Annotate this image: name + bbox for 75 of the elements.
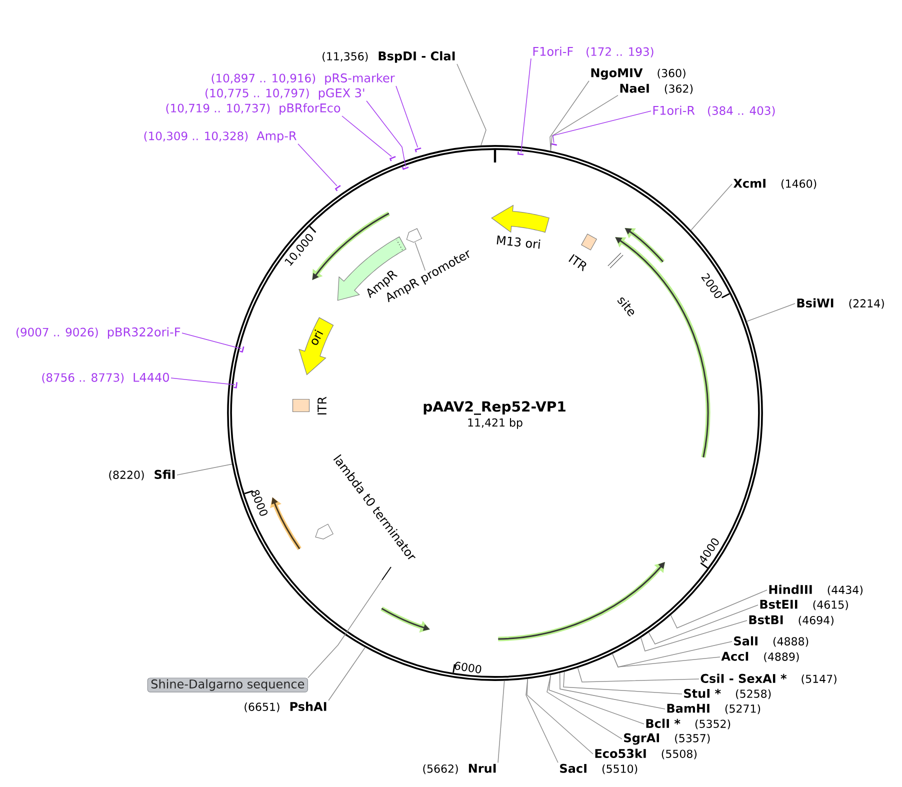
feature-label: M13 ori — [496, 236, 540, 249]
leader-line — [526, 678, 558, 763]
leader-line — [690, 184, 732, 231]
feature-label: ori — [312, 329, 324, 345]
primer-label: (10,775 .. 10,797) pGEX 3' — [206, 88, 364, 100]
leader-line — [366, 100, 406, 167]
primer-mark — [240, 346, 244, 353]
site-label: StuI * (5258) — [684, 688, 771, 700]
leader-line — [308, 580, 382, 678]
leader-line — [526, 678, 594, 754]
primer-mark — [334, 185, 341, 192]
primer-label: (10,897 .. 10,916) pRS-marker — [212, 73, 395, 85]
site-label: NaeI (362) — [620, 84, 693, 94]
leader-line — [328, 647, 366, 701]
leader-line — [520, 58, 532, 153]
feature-label: ITR — [568, 254, 586, 272]
leader-line — [550, 94, 618, 152]
site-label: BclI * (5352) — [646, 718, 730, 730]
feature-label: site — [617, 298, 634, 316]
leader-line — [612, 653, 720, 668]
leader-line — [396, 86, 418, 148]
feature-label: ITR — [318, 396, 326, 414]
leader-line — [640, 620, 748, 652]
leader-line — [170, 378, 236, 386]
primer-label: (8756 .. 8773) L4440 — [42, 372, 169, 384]
leader-line — [498, 680, 505, 764]
scale-label: 6000 — [454, 662, 482, 674]
primer-label: (10,719 .. 10,737) pBRforEco — [166, 103, 340, 115]
leader-line — [552, 110, 652, 144]
primer-mark — [414, 148, 422, 152]
site-label: (6651) PshAI — [244, 702, 326, 712]
site-label: (8220) SfiI — [109, 470, 175, 480]
leader-line — [176, 464, 232, 476]
feature-tag: Shine-Dalgarno sequence — [147, 678, 308, 692]
primer-mark — [517, 151, 524, 156]
site-label: NgoMIV (360) — [591, 68, 686, 80]
site-label: BstBI (4694) — [749, 615, 834, 626]
leader-line — [456, 64, 486, 146]
site-label: BamHI (5271) — [667, 704, 760, 714]
leader-line — [550, 80, 590, 152]
site-label: BstEII (4615) — [760, 600, 848, 610]
leader-line — [563, 671, 682, 694]
leader-line — [670, 590, 768, 628]
plasmid-length: 11,421 bp — [468, 418, 522, 429]
site-label: XcmI (1460) — [733, 178, 816, 190]
feature-mark — [382, 566, 392, 580]
site-label: SacI (5510) — [560, 764, 638, 774]
primer-mark — [550, 143, 557, 146]
site-label: Eco53kI (5508) — [595, 748, 697, 760]
leader-line — [342, 116, 392, 157]
primer-mark — [402, 166, 409, 170]
leader-line — [648, 604, 758, 644]
leader-line — [746, 303, 796, 322]
plasmid-name: pAAV2_Rep52-VP1 — [424, 401, 566, 415]
primer-label: (10,309 .. 10,328) Amp-R — [144, 131, 296, 143]
site-label: SgrAI (5357) — [624, 733, 710, 745]
site-label: SalI (4888) — [734, 636, 808, 647]
primer-label: F1ori-F (172 .. 193) — [533, 46, 654, 58]
leader-line — [559, 672, 666, 710]
site-label: (11,356) BspDI - ClaI — [322, 51, 455, 63]
primer-label: (9007 .. 9026) pBR322ori-F — [16, 327, 180, 339]
leader-line — [182, 332, 242, 350]
leader-line — [548, 674, 644, 724]
site-label: CsiI - SexAI * (5147) — [700, 674, 836, 684]
site-label: HindIII (4434) — [769, 584, 862, 596]
site-label: AccI (4889) — [721, 652, 799, 662]
leader-line — [546, 674, 622, 740]
site-label: BsiWI (2214) — [797, 298, 884, 309]
scale-label: 8000 — [251, 490, 268, 516]
primer-mark — [234, 382, 238, 388]
primer-label: F1ori-R (384 .. 403) — [653, 106, 775, 116]
site-label: (5662) NruI — [423, 764, 496, 774]
leader-line — [577, 667, 700, 682]
leader-line — [414, 242, 426, 271]
primer-mark — [389, 156, 396, 162]
